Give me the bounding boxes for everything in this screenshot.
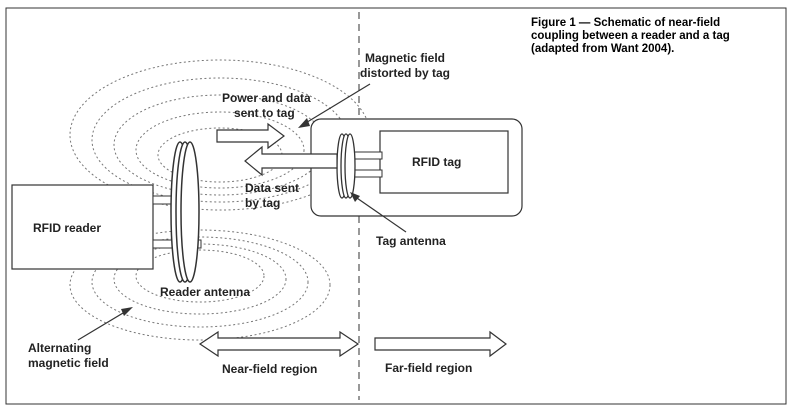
data-sent-label-line1: Data sent [245,181,299,195]
power-data-label-line1: Power and data [222,91,311,105]
data-sent-arrow [244,145,338,177]
lower-field-lines [69,229,331,341]
alternating-field-pointer [77,309,129,341]
data-sent-label-line2: by tag [245,196,280,210]
power-data-arrow [216,122,285,150]
rfid-reader-label: RFID reader [33,221,101,235]
tag-antenna-pointer-head [350,192,360,202]
figure-frame [5,7,787,405]
alternating-field-label-line2: magnetic field [28,356,109,370]
far-field-arrow [374,330,507,358]
caption-line-3: (adapted from Want 2004). [531,43,675,55]
distorted-field-label-line2: distorted by tag [360,66,450,80]
distorted-field-pointer [303,83,371,125]
rfid-tag-box [379,130,509,194]
power-data-label-line2: sent to tag [234,106,295,120]
far-field-label: Far-field region [385,361,472,375]
reader-antenna-label: Reader antenna [160,285,250,299]
tag-antenna [336,133,356,199]
tag-antenna-pointer [353,195,407,233]
near-field-label: Near-field region [222,362,317,376]
distorted-field-pointer-head [298,118,310,128]
reader-antenna [170,141,200,283]
alternating-field-label-line1: Alternating [28,341,91,355]
rfid-tag-label: RFID tag [412,155,461,169]
rfid-reader-box [11,184,154,270]
caption-line-1: Figure 1 — Schematic of near-field [531,17,721,29]
figure-caption: Figure 1 — Schematic of near-field coupl… [531,17,793,56]
tag-antenna-label: Tag antenna [376,234,446,248]
alternating-field-pointer-head [121,307,133,316]
distorted-field-label-line1: Magnetic field [365,51,445,65]
caption-line-2: coupling between a reader and a tag [531,30,730,42]
near-field-double-arrow [198,330,360,358]
